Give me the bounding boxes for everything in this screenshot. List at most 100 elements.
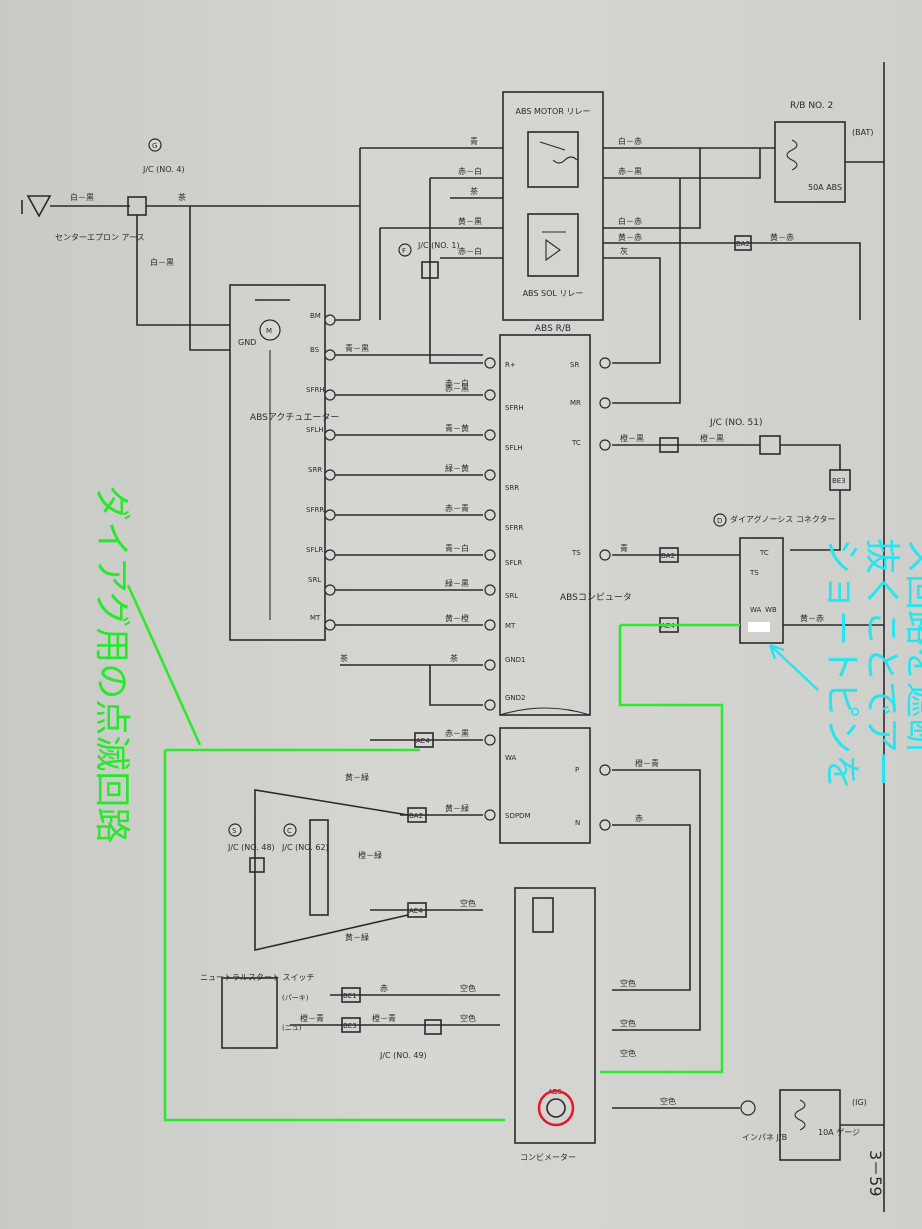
abs-motor-relay-label: ABS MOTOR リレー (516, 107, 591, 116)
abs-warning-lamp (546, 1098, 566, 1118)
connector-be1-label: BE1 (343, 992, 357, 1000)
fuse-50a-icon (786, 139, 798, 171)
label-sky-5: 空色 (620, 1018, 636, 1028)
actuator-right-pins (324, 314, 336, 631)
label-yellow-green-3: 黄－緑 (345, 932, 369, 942)
computer-right-pins (599, 357, 611, 831)
sol-relay-diode-icon (542, 231, 566, 262)
bat-label: (BAT) (852, 128, 873, 137)
computer-pin-r: R+ (505, 361, 516, 369)
abs-computer-lower-box (499, 727, 591, 844)
short-pin-highlight (748, 622, 770, 632)
fuse-50a-label: 50A ABS (808, 183, 842, 192)
actuator-pin-srr: SRR (308, 466, 322, 474)
label-yellow-green: 黄－緑 (445, 803, 469, 813)
jc-no49-box (424, 1019, 442, 1035)
abs-rb-label: ABS R/B (535, 324, 571, 334)
actuator-pin-bm: BM (310, 312, 321, 320)
marker-c-text: C (287, 827, 292, 835)
switch-label-parking: (パーキ) (282, 994, 309, 1002)
marker-f-text: F (402, 247, 406, 255)
label-orange-blue-2: 橙－青 (300, 1013, 324, 1023)
computer-pin-sfrh: SFRH (505, 404, 524, 412)
jc-no49-label: J/C (NO. 49) (379, 1051, 427, 1060)
label-blue-yellow: 青－黄 (445, 423, 469, 433)
connector-ae4-meter (407, 902, 427, 918)
abs-rb-box (502, 91, 604, 321)
cyan-annotation-line-3: ス回路を遮断 (901, 538, 922, 754)
actuator-motor-icon (259, 319, 281, 341)
switch-label-neutral: (ニュ) (282, 1024, 302, 1032)
neutral-switch-label: ニュートラルスタート スイッチ (200, 973, 315, 982)
actuator-pin-sfrh: SFRH (306, 386, 325, 394)
marker-f (398, 243, 412, 257)
diag-pin-tc: TC (759, 549, 769, 557)
computer-pin-srr: SRR (505, 484, 519, 492)
abs-motor-relay (527, 131, 579, 188)
marker-s (228, 823, 242, 837)
label-white-black: 白－黒 (70, 192, 94, 202)
marker-c (283, 823, 297, 837)
connector-be3-meter-label: BE3 (343, 1022, 357, 1030)
green-loop-right (600, 625, 724, 1074)
label-blue-black: 青－黒 (345, 343, 369, 353)
label-sky-1: 空色 (460, 898, 476, 908)
abs-computer-box (499, 334, 591, 716)
green-arrow (126, 584, 202, 746)
computer-pin-p: P (575, 766, 579, 774)
label-orange-green: 橙－緑 (358, 850, 382, 860)
wire-jc62-loop (254, 789, 409, 952)
ig-connector-pin (740, 1100, 756, 1116)
label-brown-3: 茶 (450, 653, 458, 663)
wire-p (612, 769, 701, 1031)
wire-top-10 (603, 257, 661, 364)
label-green-yellow: 緑－黄 (445, 463, 469, 473)
label-yellow-orange: 黄－橙 (445, 613, 469, 623)
label-white-black-2: 白－黒 (150, 257, 174, 267)
combination-meter-box (514, 887, 596, 1144)
connector-ba2-ts-label: BA2 (661, 552, 675, 560)
actuator-pin-mt: MT (310, 614, 321, 622)
jc-no51-box (759, 435, 781, 455)
green-annotation-text: ダイアグ用の点滅回路 (91, 485, 132, 843)
computer-pin-sdpdm: SDPDM (505, 812, 530, 820)
connector-be1 (341, 987, 361, 1003)
label-blue: 青 (470, 136, 478, 146)
diag-pin-wb: WB (765, 606, 777, 614)
label-sky-6: 空色 (620, 1048, 636, 1058)
connector-ae4-wa (414, 732, 434, 748)
label-yellow-red-2: 黄－赤 (770, 232, 794, 242)
label-yellow-green-2: 黄－緑 (345, 772, 369, 782)
combination-meter-label: コンビメーター (520, 1153, 576, 1162)
connector-ba2-ts (659, 547, 679, 563)
jc-no51-label: J/C (NO. 51) (709, 418, 762, 428)
label-yellow-red-3: 黄－赤 (800, 613, 824, 623)
instrument-jb-label: インパネ J/B (742, 1133, 787, 1142)
jc-no4-box (127, 196, 147, 216)
abs-actuator-box (229, 284, 326, 641)
label-blue-2: 青 (620, 543, 628, 553)
ground-symbol (26, 195, 52, 218)
marker-s-text: S (232, 827, 237, 835)
wire-top-8 (603, 242, 861, 320)
ig-label: (IG) (852, 1098, 867, 1107)
label-green-black: 緑－黒 (445, 578, 469, 588)
actuator-pin-sflr: SFLR (306, 546, 323, 554)
marker-d-text: D (717, 517, 722, 525)
label-red-2: 赤 (380, 984, 388, 993)
connector-ba2-top-label: BA2 (736, 240, 750, 248)
label-orange-blue: 橙－青 (635, 758, 659, 768)
diag-pin-wa: WA (750, 606, 762, 614)
computer-pin-srl: SRL (505, 592, 518, 600)
label-red-blue: 赤－青 (445, 503, 469, 513)
wire-tc-down (790, 490, 841, 551)
abs-lamp-red-circle (537, 1089, 575, 1127)
actuator-pin-sfrr: SFRR (306, 506, 324, 514)
abs-actuator-label: ABSアクチュエーター (250, 412, 339, 423)
computer-pin-mr: MR (570, 399, 581, 407)
computer-pin-sflr: SFLR (505, 559, 522, 567)
label-red-black: 赤－黒 (618, 167, 642, 176)
diag-pin-ts: TS (749, 569, 759, 577)
label-sky-3: 空色 (460, 1013, 476, 1023)
